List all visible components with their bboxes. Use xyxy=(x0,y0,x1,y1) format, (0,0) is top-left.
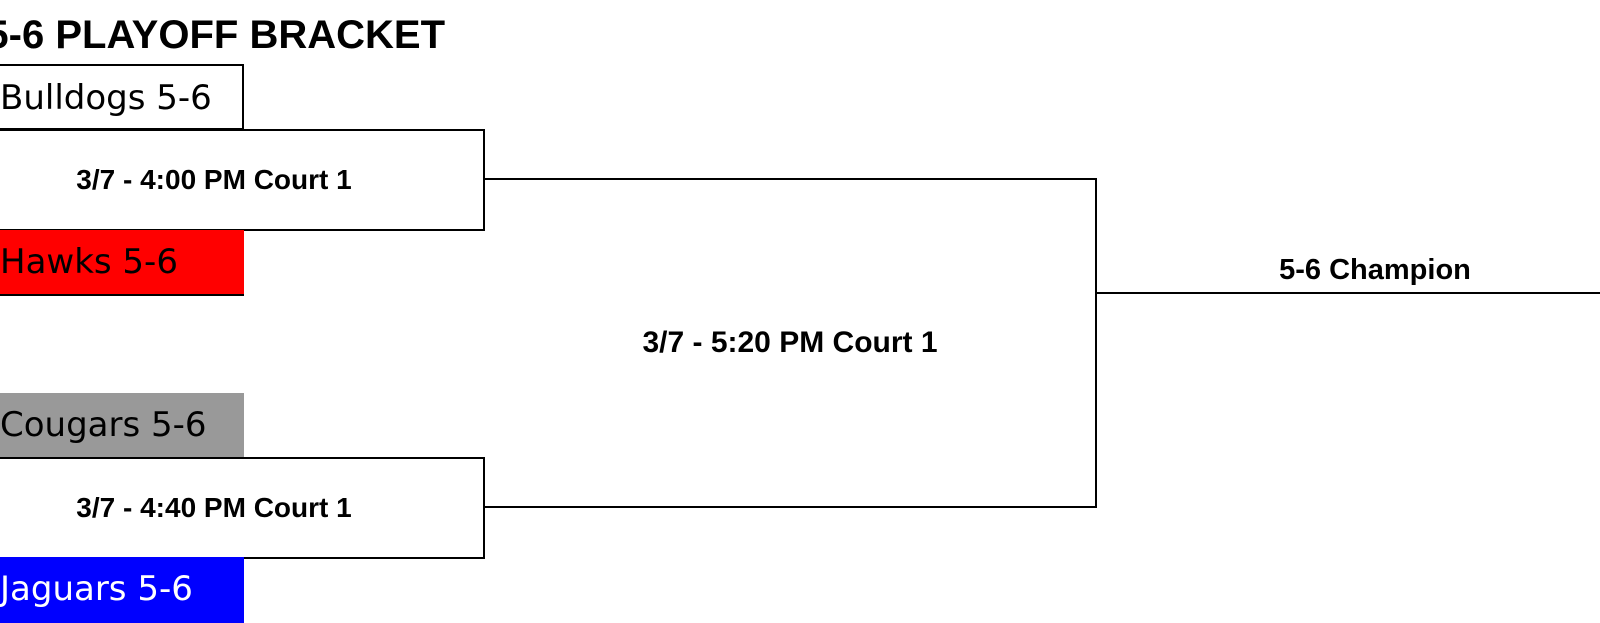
game-2-box: 3/7 - 4:40 PM Court 1 xyxy=(0,457,485,559)
final-game-label: 3/7 - 5:20 PM Court 1 xyxy=(642,326,938,359)
bracket-title: 5-6 PLAYOFF BRACKET xyxy=(0,13,445,57)
game-2-label: 3/7 - 4:40 PM Court 1 xyxy=(76,492,352,523)
champion-line xyxy=(1095,292,1600,294)
game-2-connector xyxy=(485,506,1097,508)
game-1-connector xyxy=(485,178,1097,180)
team-slot-1: Bulldogs 5-6 xyxy=(0,64,244,130)
team-slot-3: Cougars 5-6 xyxy=(0,393,244,459)
final-bracket-line xyxy=(1095,178,1097,508)
champion-label: 5-6 Champion xyxy=(1279,254,1471,286)
team-slot-4: Jaguars 5-6 xyxy=(0,557,244,623)
team-slot-2: Hawks 5-6 xyxy=(0,230,244,296)
game-1-box: 3/7 - 4:00 PM Court 1 xyxy=(0,129,485,231)
game-1-label: 3/7 - 4:00 PM Court 1 xyxy=(76,164,352,195)
